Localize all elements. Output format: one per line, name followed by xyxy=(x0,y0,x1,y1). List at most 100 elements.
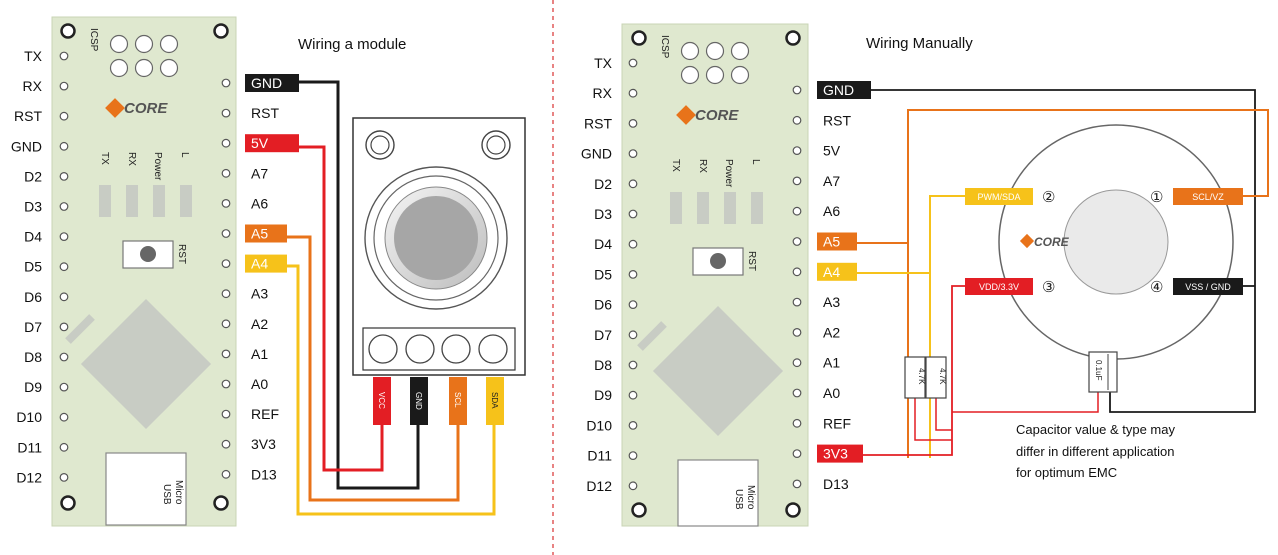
pin-label-left: D3 xyxy=(594,206,612,222)
pin-label-right: A0 xyxy=(251,376,268,392)
pin-hole xyxy=(59,51,69,61)
sensor-pin3-label: VDD/3.3V xyxy=(979,282,1019,292)
pin-label-right: 5V xyxy=(823,143,841,159)
pin-hole xyxy=(628,481,638,491)
resistor-a xyxy=(904,356,926,399)
led-label-tx-right: TX xyxy=(670,159,681,172)
pin-label-left: TX xyxy=(24,48,43,64)
pin-hole xyxy=(792,115,802,125)
sensor-pin2-label: PWM/SDA xyxy=(977,192,1020,202)
pin-hole xyxy=(792,449,802,459)
right-panel-title: Wiring Manually xyxy=(866,35,973,52)
pin-label-right: A1 xyxy=(823,355,840,371)
pin-hole xyxy=(59,442,69,452)
wire-5v xyxy=(293,145,384,472)
pin-hole xyxy=(59,322,69,332)
pin-hole xyxy=(628,149,638,159)
sensor-pin2-num: ② xyxy=(1042,189,1055,206)
pin-label-right: A1 xyxy=(251,346,268,362)
conn-sda xyxy=(486,377,504,425)
co2-sensor: CORE ② ① ③ ④ PWM/SDA SCL/VZ VDD/3.3V VSS… xyxy=(965,124,1243,360)
pin-hole xyxy=(792,328,802,337)
pin-label-left: D5 xyxy=(594,266,612,282)
pin-label-right: A4 xyxy=(251,256,268,272)
pin-label-left: D10 xyxy=(16,409,42,425)
pin-highlight xyxy=(817,262,857,281)
resistor-a-label: 4.7K xyxy=(917,368,926,385)
pin-hole xyxy=(221,78,231,88)
module-connector: VCC GND SCL SDA xyxy=(373,377,504,425)
usb-port xyxy=(105,452,187,526)
sensor-pin4-label: VSS / GND xyxy=(1185,282,1231,292)
usb-label-2: USB xyxy=(161,484,172,505)
pin-hole xyxy=(628,421,638,430)
logo-text: CORE xyxy=(124,100,168,117)
capacitor-note: Capacitor value & type may differ in dif… xyxy=(1016,422,1175,480)
wire-sda xyxy=(282,264,496,516)
pin-hole xyxy=(59,382,69,392)
led-rx xyxy=(126,185,138,217)
pin-label-left: D8 xyxy=(594,357,612,373)
capacitor-label: 0.1uF xyxy=(1094,360,1103,381)
led-power-right xyxy=(724,192,736,224)
pin-hole xyxy=(792,388,802,398)
wire-r-res-bottom xyxy=(914,398,952,441)
pin-label-right: D13 xyxy=(823,476,849,492)
pin-label-left: TX xyxy=(594,55,613,71)
usb-label-1-right: Micro xyxy=(745,485,756,510)
wire-r-cap xyxy=(952,392,1099,413)
pin-label-right: A3 xyxy=(251,286,268,302)
decoupling-capacitor: 0.1uF xyxy=(1088,351,1118,393)
wire-r-sda-top xyxy=(929,195,965,273)
pin-label-left: D5 xyxy=(24,259,42,275)
pin-label-left: D9 xyxy=(594,387,612,403)
usb-port-right xyxy=(677,459,759,527)
pin-hole xyxy=(221,469,231,479)
left-panel-title: Wiring a module xyxy=(298,36,406,53)
pin-highlight xyxy=(245,254,287,273)
usb-label-2-right: USB xyxy=(733,489,744,510)
conn-vcc xyxy=(373,377,391,425)
left-wires xyxy=(282,80,496,516)
pin-label-left: RST xyxy=(584,115,612,131)
pin-label-left: D8 xyxy=(24,349,42,365)
module-pin-sda: SDA xyxy=(490,392,499,409)
pin-label-right: A7 xyxy=(251,165,268,181)
rst-label-right: RST xyxy=(746,251,757,271)
pin-label-left: RX xyxy=(23,78,43,94)
wire-r-scl-top xyxy=(907,109,1269,243)
pin-label-right: GND xyxy=(823,82,854,98)
pin-label-right: REF xyxy=(823,415,851,431)
pin-hole xyxy=(792,146,802,156)
mcu-chip-right xyxy=(652,305,784,437)
pin-hole xyxy=(59,292,69,302)
pin-label-right: 3V3 xyxy=(823,446,848,462)
pin-highlight xyxy=(817,444,863,463)
reset-button-knob xyxy=(140,246,156,262)
pin-label-right: A4 xyxy=(823,264,840,280)
pin-hole xyxy=(628,390,638,400)
pin-hole xyxy=(792,358,802,368)
pin-hole xyxy=(792,418,802,428)
led-label-rx-right: RX xyxy=(697,159,708,173)
wire-r-res-bottom2 xyxy=(935,398,952,431)
resistor-b-label: 4.7K xyxy=(938,368,947,385)
sensor-pin1-label: SCL/VZ xyxy=(1192,192,1224,202)
pin-hole xyxy=(59,141,69,151)
sensor-logo: CORE xyxy=(1034,235,1070,249)
module-pin-scl: SCL xyxy=(453,392,462,408)
sensor-pin4-box xyxy=(1173,278,1243,295)
led-tx-right xyxy=(670,192,682,224)
pin-hole xyxy=(792,267,802,277)
core-logo-right: CORE xyxy=(676,105,739,125)
led-label-l: L xyxy=(179,152,190,158)
pin-hole xyxy=(59,473,69,482)
module-pin-gnd: GND xyxy=(414,392,423,410)
icsp-header-right xyxy=(680,41,750,85)
pin-hole xyxy=(628,209,638,219)
pin-label-left: GND xyxy=(581,146,612,162)
pin-hole xyxy=(59,412,69,422)
pin-label-right: 3V3 xyxy=(251,436,276,452)
pin-label-left: GND xyxy=(11,138,42,154)
